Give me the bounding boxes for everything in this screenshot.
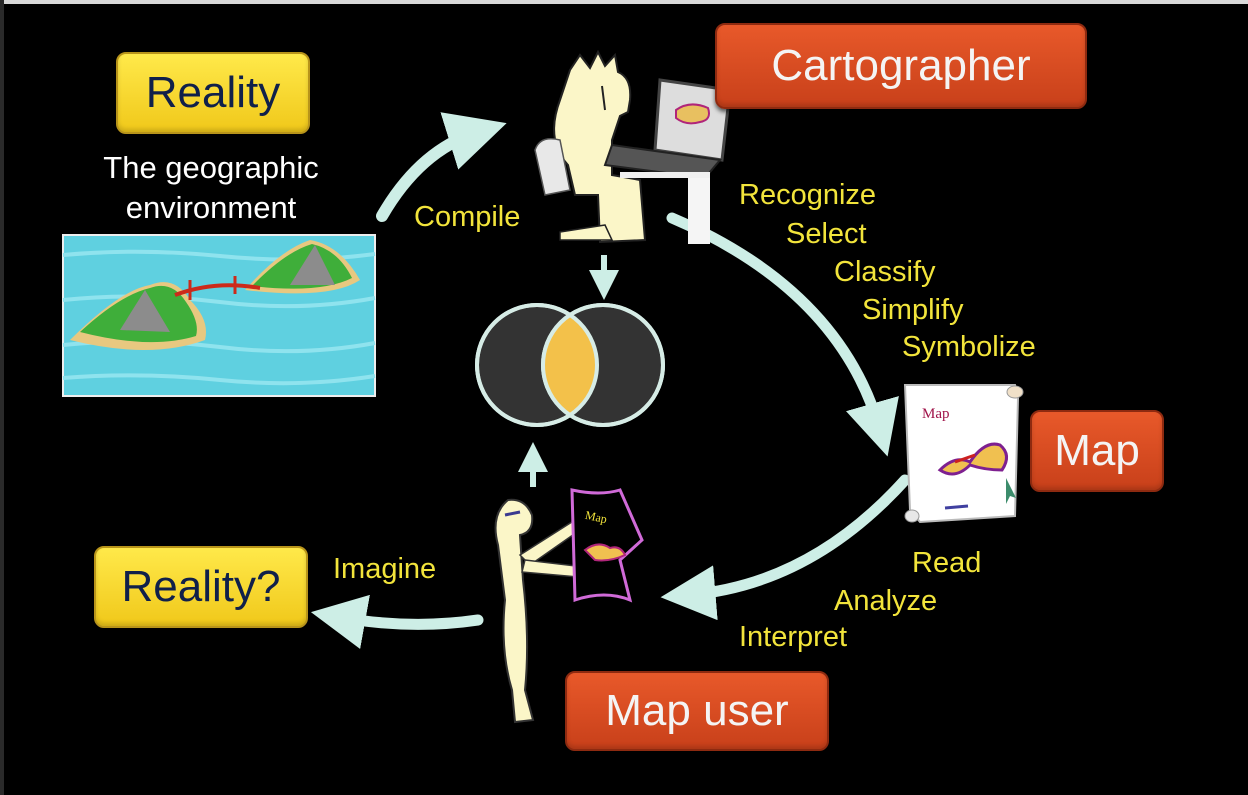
map-user-figure (494, 488, 644, 724)
map-user-box: Map user (565, 671, 829, 751)
reality-box-label: Reality (145, 68, 281, 117)
step-analyze: Analyze (834, 585, 938, 617)
step-read: Read (912, 547, 982, 579)
reality-caption: The geographic environment (80, 148, 342, 229)
cartographer-to-map-arrow (666, 212, 899, 457)
map-to-user-arrow (660, 474, 911, 621)
reality-caption-line2: environment (125, 190, 297, 226)
map-box-label: Map (1054, 426, 1140, 475)
cartographer-figure (534, 49, 732, 244)
step-classify: Classify (834, 256, 936, 288)
step-symbolize: Symbolize (902, 331, 1036, 363)
step-select: Select (786, 218, 867, 250)
cartographer-box: Cartographer (715, 23, 1087, 109)
map-user-box-label: Map user (605, 686, 789, 735)
imagine-arrow (310, 594, 484, 649)
cartographer-box-label: Cartographer (771, 41, 1031, 90)
map-scroll-label: Map (922, 406, 950, 422)
step-recognize: Recognize (739, 179, 877, 211)
map-box: Map (1030, 410, 1164, 492)
reality-box: Reality (116, 52, 310, 134)
window-left-border (0, 0, 4, 795)
reality-question-box-label: Reality? (121, 562, 281, 611)
step-simplify: Simplify (862, 294, 964, 326)
window-top-border (0, 0, 1248, 4)
map-scroll (903, 384, 1024, 524)
compile-arrow (376, 112, 507, 222)
venn-diagram (475, 303, 665, 427)
landscape-image (62, 234, 376, 397)
reality-question-box: Reality? (94, 546, 308, 628)
compile-label: Compile (414, 201, 521, 233)
step-interpret: Interpret (739, 621, 847, 653)
reality-caption-line1: The geographic (103, 150, 319, 185)
imagine-label: Imagine (333, 553, 437, 585)
